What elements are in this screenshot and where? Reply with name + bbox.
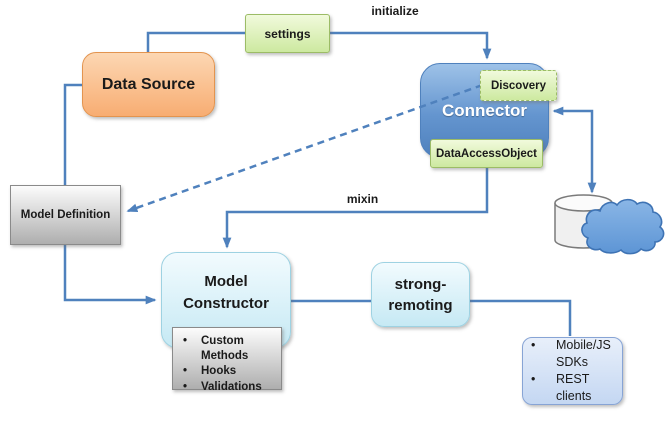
edge-dao-to-modelconstructor-mixin: [222, 168, 489, 249]
edge-modeldefinition-to-modelconstructor: [63, 245, 157, 305]
edge-datasource-to-settings: [146, 31, 245, 52]
constructor-features-node: Custom Methods Hooks Validations: [172, 327, 282, 393]
list-item: REST clients: [531, 371, 616, 405]
list-item: Mobile/JS SDKs: [531, 337, 616, 371]
settings-node: settings: [245, 14, 330, 53]
initialize-edge-label: initialize: [371, 4, 419, 18]
strong-remoting-node: strong-remoting: [371, 262, 470, 327]
edge-datasource-to-modeldefinition: [63, 83, 82, 185]
clients-node: Mobile/JS SDKs REST clients: [522, 337, 623, 405]
list-item: Hooks: [183, 364, 279, 379]
constructor-features-list: Custom Methods Hooks Validations: [183, 334, 279, 395]
mixin-edge-label: mixin: [346, 192, 379, 206]
cloud-icon: [581, 198, 665, 255]
list-item: Custom Methods: [183, 334, 279, 364]
model-definition-node: Model Definition: [10, 185, 121, 245]
database-cylinder-icon: [554, 194, 613, 249]
clients-list: Mobile/JS SDKs REST clients: [531, 337, 616, 405]
data-access-object-node: DataAccessObject: [430, 139, 543, 168]
edge-strongremoting-to-clients: [470, 299, 572, 336]
discovery-node: Discovery: [480, 70, 557, 101]
list-item: Validations: [183, 380, 279, 395]
edge-connector-to-database: [552, 106, 597, 194]
strong-remoting-label: strong-remoting: [388, 275, 453, 314]
data-source-node: Data Source: [82, 52, 215, 117]
model-constructor-label: Model Constructor: [183, 273, 269, 312]
edge-settings-to-connector: [330, 31, 492, 60]
